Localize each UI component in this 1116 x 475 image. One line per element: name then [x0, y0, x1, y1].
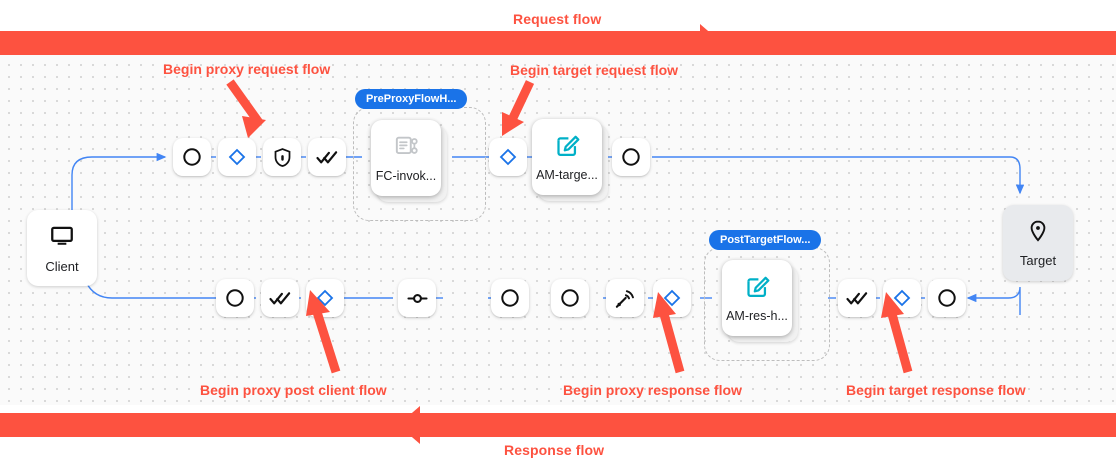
target-response-flow-node[interactable]	[883, 279, 921, 317]
connector-wires	[71, 152, 1025, 315]
annotation-begin-target-request-flow: Begin target request flow	[510, 62, 679, 78]
annotation-begin-proxy-post-client-flow: Begin proxy post client flow	[200, 382, 387, 398]
client-endpoint[interactable]: Client	[27, 210, 97, 286]
proxy-request-flow-node[interactable]	[218, 138, 256, 176]
security-node[interactable]	[263, 138, 301, 176]
request-start-node[interactable]	[173, 138, 211, 176]
am-res-h-policy-label: AM-res-h...	[726, 309, 788, 323]
response-flow-banner	[0, 406, 1116, 444]
diamond-icon	[892, 288, 912, 308]
response-end-node[interactable]	[216, 279, 254, 317]
target-response-verify-node[interactable]	[838, 279, 876, 317]
diamond-icon	[227, 147, 247, 167]
annotation-begin-proxy-response-flow: Begin proxy response flow	[563, 382, 742, 398]
circle-icon	[936, 287, 958, 309]
posttargetflow-chip[interactable]: PostTargetFlow...	[709, 230, 822, 251]
am-res-h-policy-node[interactable]: AM-res-h...	[722, 260, 792, 336]
request-flow-bar	[0, 31, 1116, 55]
broadcast-icon	[614, 287, 637, 310]
circle-icon	[620, 146, 642, 168]
target-endpoint[interactable]: Target	[1003, 205, 1073, 281]
response-flow-bar	[0, 413, 1116, 437]
response-verify-node[interactable]	[261, 279, 299, 317]
verify-node[interactable]	[308, 138, 346, 176]
proxy-post-client-flow-node[interactable]	[306, 279, 344, 317]
annotation-begin-target-response-flow: Begin target response flow	[846, 382, 1026, 398]
target-response-start-node[interactable]	[928, 279, 966, 317]
preproxyflow-chip[interactable]: PreProxyFlowH...	[355, 89, 468, 110]
am-target-policy-node[interactable]: AM-targe...	[532, 119, 602, 195]
dot-line-icon	[406, 287, 429, 310]
response-flow-label: Response flow	[504, 442, 605, 458]
assign-message-icon	[744, 273, 771, 305]
circle-icon	[499, 287, 521, 309]
monitor-icon	[49, 223, 75, 254]
assign-message-icon	[554, 132, 581, 164]
flow-callout-icon	[393, 133, 420, 165]
proxy-response-flow-node[interactable]	[653, 279, 691, 317]
circle-icon	[224, 287, 246, 309]
fc-invoke-policy-node[interactable]: FC-invok...	[371, 120, 441, 196]
analytics-node[interactable]	[606, 279, 644, 317]
flow-canvas[interactable]: Client Target PreProxyFlowH...	[0, 55, 1116, 405]
circle-icon	[181, 146, 203, 168]
response-node-b[interactable]	[551, 279, 589, 317]
fc-invoke-policy-label: FC-invok...	[375, 169, 437, 183]
location-pin-icon	[1026, 219, 1050, 248]
diamond-icon	[662, 288, 682, 308]
target-request-end-node[interactable]	[612, 138, 650, 176]
request-flow-banner	[0, 24, 1116, 62]
response-node-a[interactable]	[491, 279, 529, 317]
trace-node[interactable]	[398, 279, 436, 317]
client-label: Client	[45, 258, 79, 274]
response-flow-arrowhead-icon	[398, 406, 420, 444]
request-flow-arrowhead-icon	[700, 24, 722, 62]
double-check-icon	[268, 287, 292, 310]
request-flow-label: Request flow	[513, 11, 602, 27]
am-target-policy-label: AM-targe...	[536, 168, 598, 182]
target-request-flow-node[interactable]	[489, 138, 527, 176]
double-check-icon	[845, 287, 869, 310]
circle-icon	[559, 287, 581, 309]
target-label: Target	[1019, 252, 1057, 268]
double-check-icon	[315, 146, 339, 169]
diamond-icon	[315, 288, 335, 308]
annotation-begin-proxy-request-flow: Begin proxy request flow	[163, 61, 331, 77]
diamond-icon	[498, 147, 518, 167]
shield-lock-icon	[272, 147, 293, 168]
